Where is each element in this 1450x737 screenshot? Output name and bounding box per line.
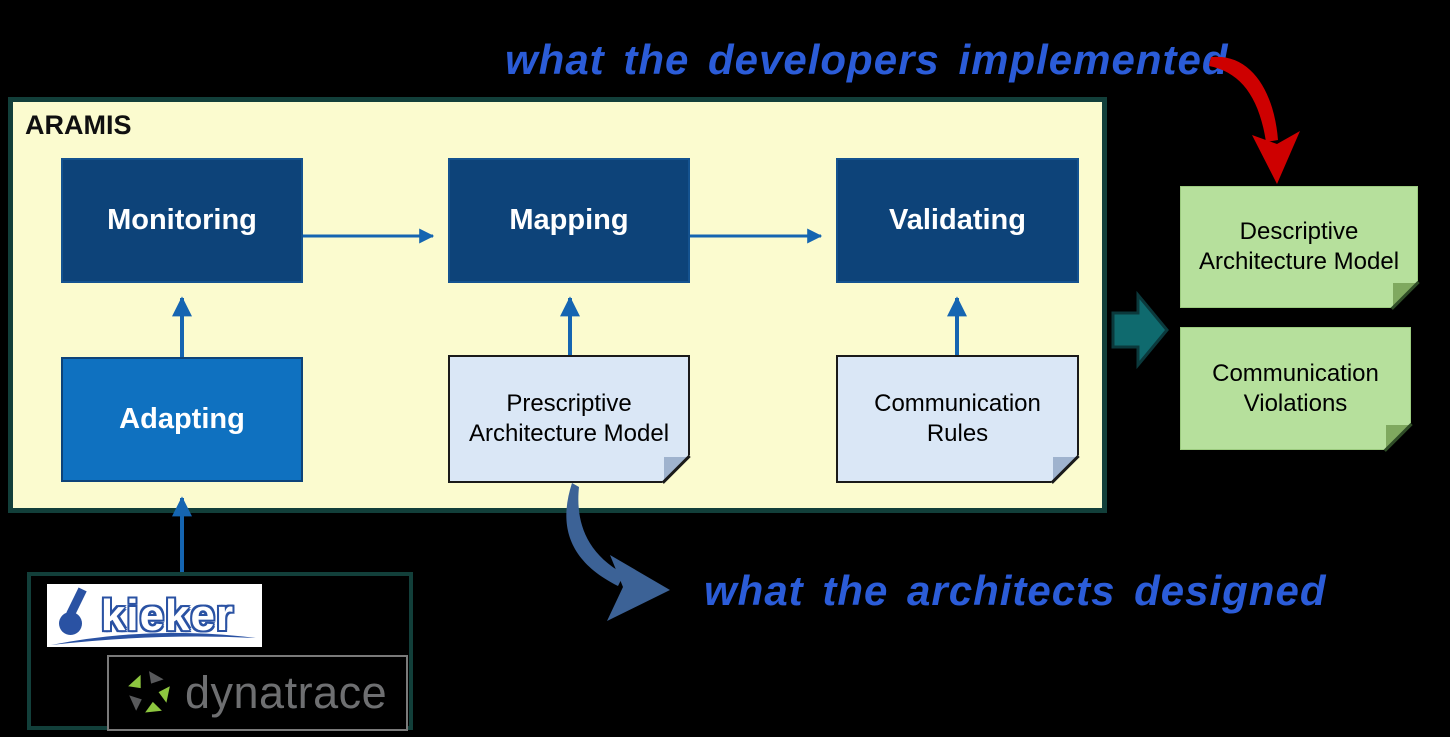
note-communication-violations: Communication Violations: [1180, 327, 1413, 452]
process-box-monitoring: Monitoring: [61, 158, 303, 283]
rules-note-label: Communication Rules: [874, 390, 1041, 447]
monitoring-label: Monitoring: [107, 204, 257, 236]
dynatrace-logo: dynatrace: [107, 655, 408, 731]
note-descriptive-architecture-model: Descriptive Architecture Model: [1180, 186, 1420, 310]
annotation-developers: what the developers implemented: [505, 36, 1229, 83]
prescriptive-note-label: Prescriptive Architecture Model: [468, 390, 670, 447]
dynatrace-swirl-icon: [128, 671, 170, 713]
kieker-wave-icon: [51, 632, 256, 645]
adapting-label: Adapting: [119, 403, 245, 435]
kieker-wordmark: kieker: [100, 590, 235, 640]
kieker-logo: kieker: [47, 584, 262, 647]
note-communication-rules: Communication Rules: [836, 355, 1080, 484]
descriptive-note-label: Descriptive Architecture Model: [1198, 218, 1400, 275]
process-box-validating: Validating: [836, 158, 1079, 283]
aramis-title: ARAMIS: [25, 110, 132, 140]
kieker-microscope-icon: [59, 612, 82, 635]
dynatrace-wordmark: dynatrace: [185, 667, 388, 718]
annotation-architects: what the architects designed: [704, 567, 1327, 614]
process-box-adapting: Adapting: [61, 357, 303, 482]
mapping-label: Mapping: [509, 204, 629, 236]
validating-label: Validating: [889, 204, 1026, 236]
process-box-mapping: Mapping: [448, 158, 690, 283]
violations-note-label: Communication Violations: [1212, 359, 1379, 417]
note-prescriptive-architecture-model: Prescriptive Architecture Model: [448, 355, 691, 484]
output-block-arrow-icon: [1111, 290, 1169, 370]
monitoring-tools-box: kieker dynatrace: [27, 572, 413, 731]
